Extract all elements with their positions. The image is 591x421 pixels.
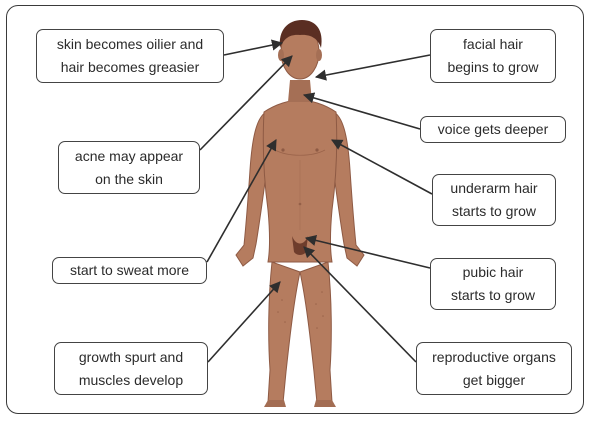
arrow-skin-oilier bbox=[224, 43, 282, 55]
arrow-sweat bbox=[207, 140, 276, 262]
label-underarm: underarm hair starts to grow bbox=[432, 174, 556, 226]
arrow-facial-hair bbox=[316, 55, 430, 77]
label-facial-hair: facial hair begins to grow bbox=[430, 29, 556, 83]
human-body-icon bbox=[236, 20, 364, 407]
label-growth: growth spurt and muscles develop bbox=[54, 342, 208, 395]
label-acne: acne may appear on the skin bbox=[58, 141, 200, 194]
label-voice: voice gets deeper bbox=[420, 116, 566, 143]
label-sweat: start to sweat more bbox=[52, 257, 207, 284]
label-pubic: pubic hair starts to grow bbox=[430, 258, 556, 310]
label-skin-oilier: skin becomes oilier and hair becomes gre… bbox=[36, 29, 224, 83]
label-reproductive: reproductive organs get bigger bbox=[416, 342, 572, 395]
